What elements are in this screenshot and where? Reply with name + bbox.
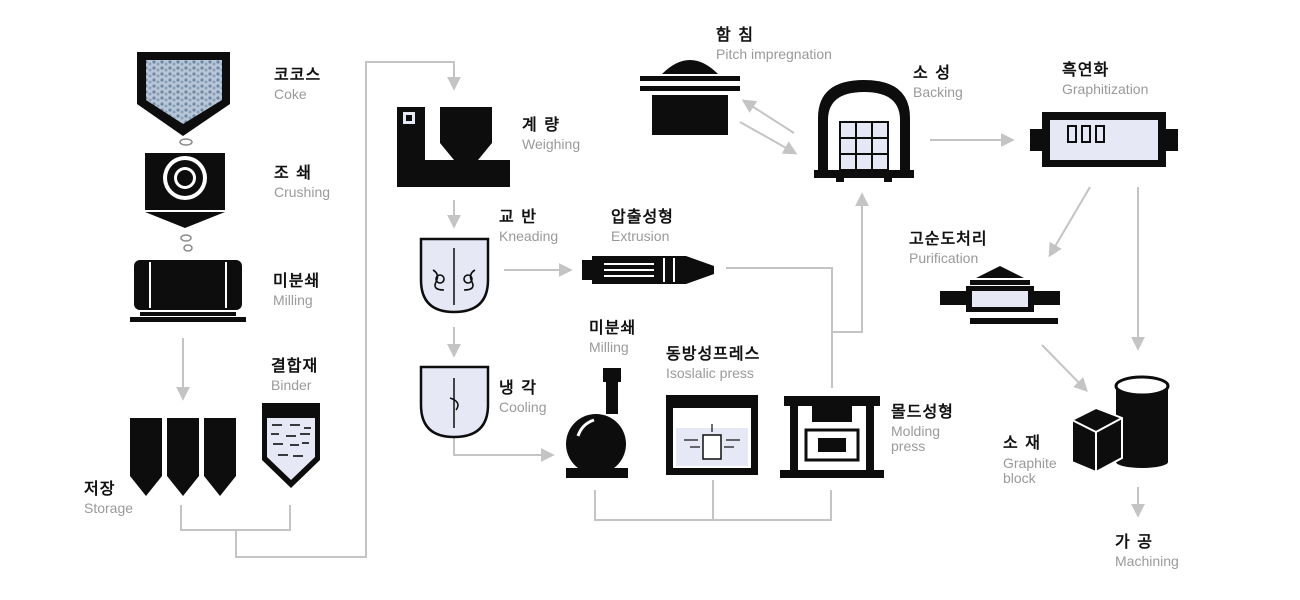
block-label-en1: Graphite xyxy=(1003,455,1057,472)
graphite-block-icon xyxy=(1071,375,1170,474)
machining-label-en: Machining xyxy=(1115,553,1179,570)
impregnation-label: 함 침 Pitch impregnation xyxy=(716,25,832,63)
kneading-label: 교 반 Kneading xyxy=(499,207,559,245)
coke-label-ko: 코코스 xyxy=(274,65,322,84)
isostatic-label: 동방성프레스 Isoslalic press xyxy=(666,344,761,382)
molding-label-en2: press xyxy=(891,438,926,455)
machining-label-ko: 가 공 xyxy=(1115,532,1154,551)
baking-label-en: Backing xyxy=(913,84,963,101)
impregnation-label-ko: 함 침 xyxy=(716,25,755,44)
crushing-label-ko: 조 쇄 xyxy=(274,163,313,182)
arrow-impregnation-to-baking xyxy=(739,121,798,155)
purification-label: 고순도처리 Purification xyxy=(909,229,988,267)
purification-label-ko: 고순도처리 xyxy=(909,229,988,248)
extrusion-label-ko: 압출성형 xyxy=(611,207,674,226)
arrow-graphitization-to-purification xyxy=(1048,186,1091,258)
milling1-label: 미분쇄 Milling xyxy=(273,271,321,309)
milling2-label: 미분쇄 Milling xyxy=(589,318,637,356)
storage-label-ko: 저장 xyxy=(84,479,116,498)
baking-label: 소 성 Backing xyxy=(913,63,963,101)
cooling-label-ko: 냉 각 xyxy=(499,378,538,397)
block-label-ko: 소 재 xyxy=(1003,433,1042,452)
milling2-label-en: Milling xyxy=(589,339,629,356)
extrusion-label: 압출성형 Extrusion xyxy=(611,207,674,245)
ball-mill-icon xyxy=(130,260,246,322)
cooling-label: 냉 각 Cooling xyxy=(499,378,547,416)
coke-label-en: Coke xyxy=(274,86,307,103)
block-label: 소 재 Graphite block xyxy=(1003,433,1057,487)
mold-press-icon xyxy=(780,396,884,478)
milling1-label-en: Milling xyxy=(273,292,313,309)
binder-label-ko: 결합재 xyxy=(271,356,319,375)
coke-label: 코코스 Coke xyxy=(274,65,322,103)
arrow-baking-to-impregnation xyxy=(741,99,795,134)
impregnation-label-en: Pitch impregnation xyxy=(716,46,832,63)
kneading-label-ko: 교 반 xyxy=(499,207,538,226)
cooler-icon xyxy=(419,365,490,439)
storage-label-en: Storage xyxy=(84,500,134,517)
baking-label-ko: 소 성 xyxy=(913,63,952,82)
impregnation-vessel-icon xyxy=(640,60,740,135)
binder-tank-icon xyxy=(262,403,320,488)
storage-silos-icon xyxy=(130,418,236,496)
crushing-label: 조 쇄 Crushing xyxy=(274,163,331,201)
line-storage-binder-join xyxy=(180,505,291,531)
milling2-label-ko: 미분쇄 xyxy=(589,318,637,337)
line-press-to-baking xyxy=(832,192,869,333)
baking-furnace-icon xyxy=(814,80,914,182)
line-cooling-to-milling xyxy=(453,438,555,462)
binder-label: 결합재 Binder xyxy=(271,356,319,394)
graphitization-label-en: Graphitization xyxy=(1062,81,1149,98)
extrusion-label-en: Extrusion xyxy=(611,228,670,245)
weighing-label-en: Weighing xyxy=(522,136,581,153)
weighing-label: 계 량 Weighing xyxy=(522,115,581,153)
block-label-en2: block xyxy=(1003,470,1036,487)
binder-label-en: Binder xyxy=(271,377,312,394)
milling1-label-ko: 미분쇄 xyxy=(273,271,321,290)
extruder-icon xyxy=(582,256,714,284)
crusher-icon xyxy=(145,153,225,252)
molding-label-ko: 몰드성형 xyxy=(891,402,954,421)
weighing-icon xyxy=(397,107,510,187)
graphitization-label-ko: 흑연화 xyxy=(1062,60,1110,79)
weighing-label-ko: 계 량 xyxy=(522,115,561,134)
kneader-icon xyxy=(419,237,490,314)
line-storage-to-weighing xyxy=(235,61,461,558)
isostatic-label-en: Isoslalic press xyxy=(666,365,754,382)
crushing-label-en: Crushing xyxy=(274,184,331,201)
storage-label: 저장 Storage xyxy=(84,479,134,517)
cooling-label-en: Cooling xyxy=(499,399,547,416)
arrow-purification-to-block xyxy=(1041,344,1088,393)
graphitization-furnace-icon xyxy=(1030,112,1178,167)
machining-label: 가 공 Machining xyxy=(1115,532,1179,570)
purification-label-en: Purification xyxy=(909,250,979,267)
fine-mill-icon xyxy=(566,368,628,478)
line-extrusion-route xyxy=(726,267,833,388)
flow-connectors xyxy=(176,61,1145,558)
isostatic-label-ko: 동방성프레스 xyxy=(666,344,761,363)
coke-hopper-icon xyxy=(137,52,230,146)
kneading-label-en: Kneading xyxy=(499,228,559,245)
purification-furnace-icon xyxy=(940,266,1060,324)
molding-label: 몰드성형 Molding press xyxy=(891,402,954,455)
molding-label-en1: Molding xyxy=(891,423,941,440)
isostatic-press-icon xyxy=(666,395,758,475)
graphitization-label: 흑연화 Graphitization xyxy=(1062,60,1149,98)
